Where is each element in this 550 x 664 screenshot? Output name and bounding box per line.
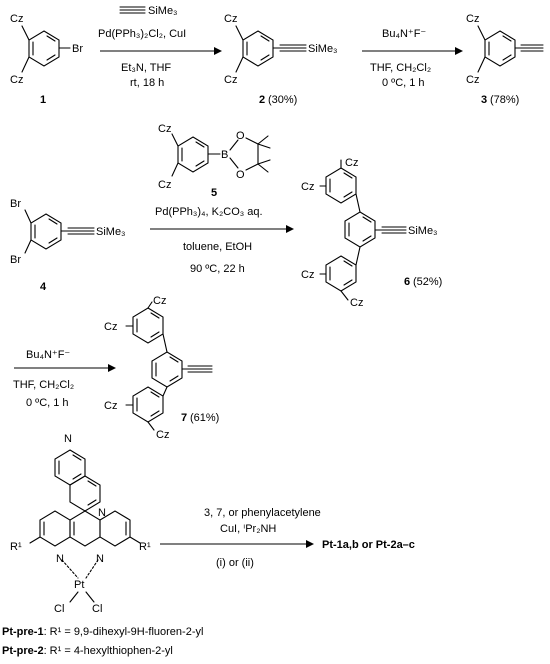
compound-4-number: 4 <box>40 281 47 293</box>
step-4: Bu₄N⁺F⁻ THF, CH₂Cl₂ 0 ºC, 1 h <box>13 349 116 409</box>
step1-line3: rt, 18 h <box>130 77 164 89</box>
cz-label: Cz <box>10 13 23 25</box>
nitrogen-label: N <box>56 553 64 565</box>
r1-label: R¹ <box>10 541 22 553</box>
step2-line2: THF, CH₂Cl₂ <box>370 62 431 74</box>
sime3-label: SiMe₃ <box>408 225 438 237</box>
step3-line3: 90 ºC, 22 h <box>190 263 245 275</box>
cz-label: Cz <box>224 13 237 25</box>
compound-7-yield: (61%) <box>190 412 219 424</box>
step5-line2: CuI, ⁱPr₂NH <box>220 523 276 535</box>
compound-3: Cz Cz 3 (78%) <box>466 13 544 106</box>
pt-pre-complex: N N N N Pt Cl Cl R¹ R¹ <box>10 433 151 615</box>
compound-5: Cz Cz B O O 5 <box>158 123 271 199</box>
cz-label: Cz <box>158 179 171 191</box>
compound-7: Cz Cz Cz Cz 7 (61%) <box>104 295 219 441</box>
platinum-label: Pt <box>74 579 84 591</box>
compound-7-number: 7 <box>181 412 187 424</box>
step-1: SiMe₃ Pd(PPh₃)₂Cl₂, CuI Et₃N, THF rt, 18… <box>98 5 222 89</box>
step-3: Pd(PPh₃)₄, K₂CO₃ aq. toluene, EtOH 90 ºC… <box>150 206 294 275</box>
nitrogen-label: N <box>98 507 106 519</box>
cz-label: Cz <box>350 297 363 309</box>
cz-label: Cz <box>466 13 479 25</box>
step3-line1: Pd(PPh₃)₄, K₂CO₃ aq. <box>155 206 263 218</box>
step1-line2: Et₃N, THF <box>121 62 171 74</box>
step4-line2: THF, CH₂Cl₂ <box>13 379 74 391</box>
step2-line3: 0 ºC, 1 h <box>382 77 425 89</box>
br-label: Br <box>10 198 21 210</box>
cz-label: Cz <box>104 400 117 412</box>
step3-line2: toluene, EtOH <box>183 241 252 253</box>
sime3-label: SiMe₃ <box>96 226 126 238</box>
pt-pre-2-name: Pt-pre-2 <box>2 645 44 657</box>
cz-label: Cz <box>104 321 117 333</box>
cz-label: Cz <box>224 74 237 86</box>
r1-label: R¹ <box>139 541 151 553</box>
compound-3-number: 3 <box>481 94 487 106</box>
step4-line1: Bu₄N⁺F⁻ <box>26 349 70 361</box>
cz-label: Cz <box>301 181 314 193</box>
cz-label: Cz <box>156 429 169 441</box>
compound-5-number: 5 <box>211 187 217 199</box>
pt-pre-1-text: : R¹ = 9,9-dihexyl-9H-fluoren-2-yl <box>43 626 204 638</box>
footnote-pt-pre-1: Pt-pre-1: R¹ = 9,9-dihexyl-9H-fluoren-2-… <box>2 626 203 638</box>
br-label: Br <box>72 43 83 55</box>
compound-4: Br Br SiMe₃ 4 <box>10 198 126 293</box>
step5-line3: (i) or (ii) <box>216 557 254 569</box>
nitrogen-label: N <box>64 433 72 445</box>
chlorine-label: Cl <box>54 603 64 615</box>
chlorine-label: Cl <box>92 603 102 615</box>
cz-label: Cz <box>153 295 166 307</box>
nitrogen-label: N <box>96 553 104 565</box>
compound-1-number: 1 <box>40 94 46 106</box>
compound-3-yield: (78%) <box>490 94 519 106</box>
cz-label: Cz <box>10 74 23 86</box>
br-label: Br <box>10 254 21 266</box>
step1-line1: Pd(PPh₃)₂Cl₂, CuI <box>98 28 186 40</box>
compound-2: Cz Cz SiMe₃ 2 (30%) <box>224 13 338 106</box>
compound-1: Cz Cz Br 1 <box>10 13 83 106</box>
cz-label: Cz <box>301 269 314 281</box>
pt-pre-2-text: : R¹ = 4-hexylthiophen-2-yl <box>43 645 173 657</box>
cz-label: Cz <box>466 74 479 86</box>
step-5: 3, 7, or phenylacetylene CuI, ⁱPr₂NH (i)… <box>160 507 415 569</box>
compound-2-yield: (30%) <box>268 94 297 106</box>
step-2: Bu₄N⁺F⁻ THF, CH₂Cl₂ 0 ºC, 1 h <box>362 28 463 89</box>
step2-line1: Bu₄N⁺F⁻ <box>382 28 426 40</box>
oxygen-label: O <box>236 130 245 142</box>
footnote-pt-pre-2: Pt-pre-2: R¹ = 4-hexylthiophen-2-yl <box>2 645 173 657</box>
boron-label: B <box>221 149 228 161</box>
compound-6-yield: (52%) <box>413 276 442 288</box>
step1-reagent: SiMe₃ <box>148 5 178 17</box>
cz-label: Cz <box>345 157 358 169</box>
compound-6-number: 6 <box>404 276 410 288</box>
sime3-label: SiMe₃ <box>308 43 338 55</box>
cz-label: Cz <box>158 123 171 135</box>
step4-line3: 0 ºC, 1 h <box>26 397 69 409</box>
compound-6: Cz Cz Cz Cz SiMe₃ 6 (52%) <box>301 157 442 309</box>
oxygen-label: O <box>236 169 245 181</box>
compound-2-number: 2 <box>259 94 265 106</box>
product-label: Pt-1a,b or Pt-2a–c <box>322 539 415 551</box>
pt-pre-1-name: Pt-pre-1 <box>2 626 44 638</box>
step5-line1: 3, 7, or phenylacetylene <box>204 507 321 519</box>
